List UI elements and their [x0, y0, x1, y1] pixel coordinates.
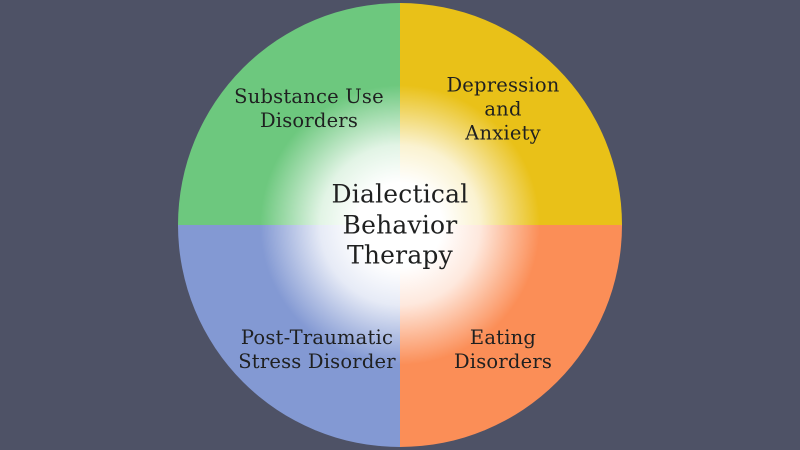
label-ptsd: Post-Traumatic Stress Disorder [238, 326, 396, 373]
label-depression-anxiety: Depression and Anxiety [446, 73, 560, 144]
label-eating-disorders: Eating Disorders [453, 326, 553, 373]
center-title: Dialectical Behavior Therapy [331, 179, 469, 270]
label-substance-use: Substance Use Disorders [234, 85, 384, 132]
dbt-wheel-diagram: Substance Use Disorders Depression and A… [178, 3, 622, 447]
